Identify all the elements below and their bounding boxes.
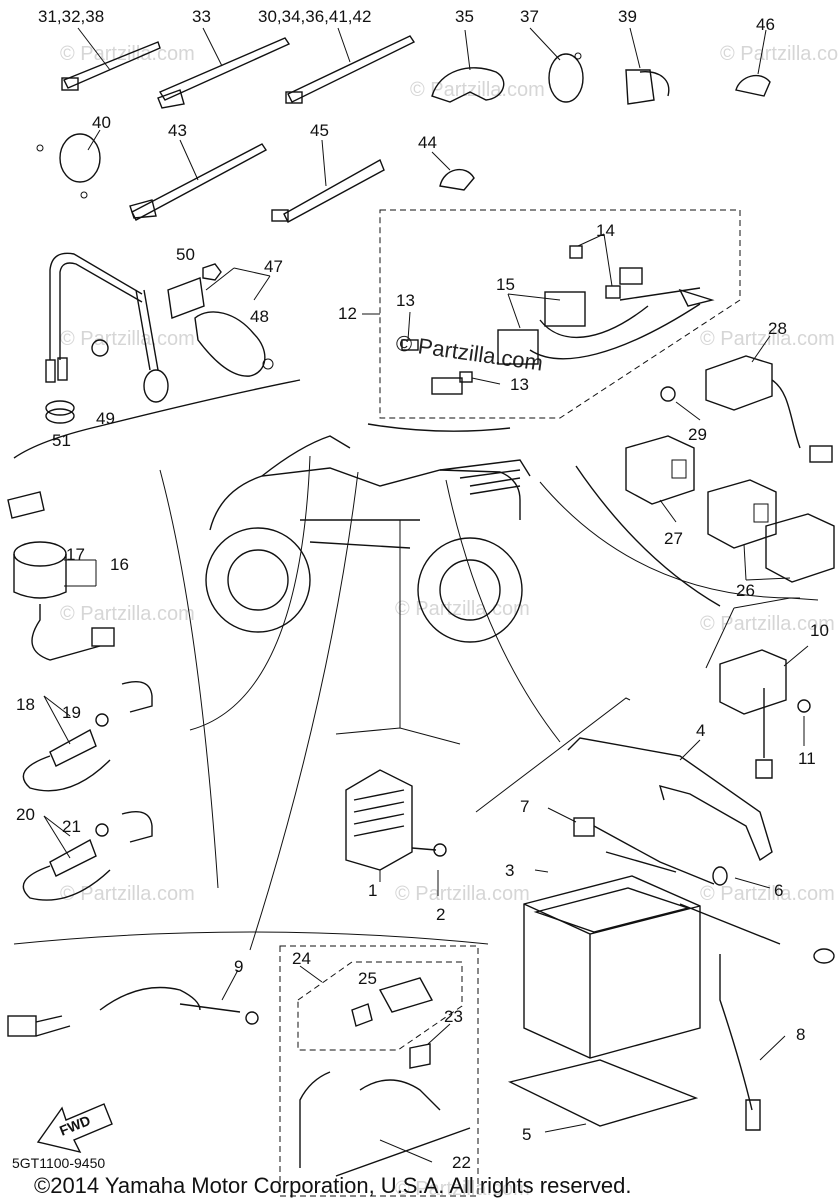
harness-box-22 (279, 945, 479, 1197)
callout-48: 48 (250, 307, 269, 326)
callout-39: 39 (618, 7, 637, 26)
watermark: © Partzilla.com (60, 603, 195, 625)
watermark: © Partzilla.com (395, 598, 530, 620)
callout-6: 6 (774, 881, 783, 900)
cable-tie-45 (271, 139, 385, 223)
callout-14: 14 (596, 221, 615, 240)
callout-labels: 31,32,38 33 30,34,36,41,42 35 37 39 46 4… (16, 7, 829, 1172)
callout-40: 40 (92, 113, 111, 132)
watermark-center: © Partzilla.com (394, 330, 544, 375)
callout-44: 44 (418, 133, 437, 152)
main-switch-16 (7, 491, 115, 661)
cable-tie-43 (129, 139, 268, 221)
watermark-layer: © Partzilla.com © Partzilla.com © Partzi… (60, 43, 839, 1200)
clip-46 (735, 29, 771, 97)
relay-27 (625, 435, 695, 523)
relay-26 (575, 465, 835, 607)
diagram-code: 5GT1100-9450 (12, 1155, 105, 1171)
callout-10: 10 (810, 621, 829, 640)
callout-8: 8 (796, 1025, 805, 1044)
holder-39 (625, 27, 670, 105)
bracket-4 (475, 697, 773, 862)
callout-15: 15 (496, 275, 515, 294)
callout-30-34-36-41-42: 30,34,36,41,42 (258, 7, 371, 26)
watermark: © Partzilla.com (700, 883, 835, 905)
clip-40 (36, 129, 101, 199)
callout-35: 35 (455, 7, 474, 26)
watermark: © Partzilla.com (60, 328, 195, 350)
callout-5: 5 (522, 1125, 531, 1144)
callout-27: 27 (664, 529, 683, 548)
relay-harness-box-12 (362, 209, 741, 432)
harness-9 (7, 931, 489, 1037)
callout-24: 24 (292, 949, 311, 968)
cable-tie-33 (157, 27, 291, 109)
callout-46: 46 (756, 15, 775, 34)
watermark: © Partzilla.com (720, 43, 839, 65)
callout-1: 1 (368, 881, 377, 900)
callout-28: 28 (768, 319, 787, 338)
watermark: © Partzilla.com (395, 1178, 530, 1200)
callout-33: 33 (192, 7, 211, 26)
watermark: © Partzilla.com (700, 613, 835, 635)
callout-37: 37 (520, 7, 539, 26)
callout-49: 49 (96, 409, 115, 428)
callout-13a: 13 (396, 291, 415, 310)
sensor-20 (22, 811, 153, 901)
battery-3 (507, 807, 835, 1133)
callout-9: 9 (234, 957, 243, 976)
callout-22: 22 (452, 1153, 471, 1172)
callout-51: 51 (52, 431, 71, 450)
clip-44 (431, 151, 475, 191)
atv-vehicle (205, 435, 531, 643)
watermark: © Partzilla.com (410, 79, 545, 101)
callout-43: 43 (168, 121, 187, 140)
callout-26: 26 (736, 581, 755, 600)
rectifier-1 (335, 727, 461, 896)
callout-18: 18 (16, 695, 35, 714)
callout-25: 25 (358, 969, 377, 988)
callout-29: 29 (688, 425, 707, 444)
callout-16: 16 (110, 555, 129, 574)
callout-12: 12 (338, 304, 357, 323)
copyright-notice: ©2014 Yamaha Motor Corporation, U.S.A. A… (34, 1173, 631, 1198)
callout-17: 17 (66, 545, 85, 564)
sensor-18 (22, 681, 153, 792)
callout-20: 20 (16, 805, 35, 824)
cable-tie-30-34-36-41-42 (285, 27, 416, 104)
callout-45: 45 (310, 121, 329, 140)
callout-23: 23 (444, 1007, 463, 1026)
switch-assembly-47 (13, 252, 301, 459)
fwd-arrow-icon: FWD (36, 1103, 113, 1154)
regulator-10 (705, 597, 819, 779)
callout-2: 2 (436, 905, 445, 924)
callout-13b: 13 (510, 375, 529, 394)
leader-lines (159, 455, 801, 951)
unit-28 (660, 335, 833, 463)
callout-19: 19 (62, 703, 81, 722)
callout-3: 3 (505, 861, 514, 880)
callout-4: 4 (696, 721, 705, 740)
clip-37 (529, 27, 584, 103)
cable-tie-31-32-38 (61, 27, 161, 91)
callout-11: 11 (798, 749, 816, 768)
callout-31-32-38: 31,32,38 (38, 7, 104, 26)
watermark: © Partzilla.com (395, 883, 530, 905)
callout-50: 50 (176, 245, 195, 264)
callout-47: 47 (264, 257, 283, 276)
watermark: © Partzilla.com (60, 883, 195, 905)
clamp-35 (431, 29, 505, 103)
callout-21: 21 (62, 817, 81, 836)
callout-7: 7 (520, 797, 529, 816)
